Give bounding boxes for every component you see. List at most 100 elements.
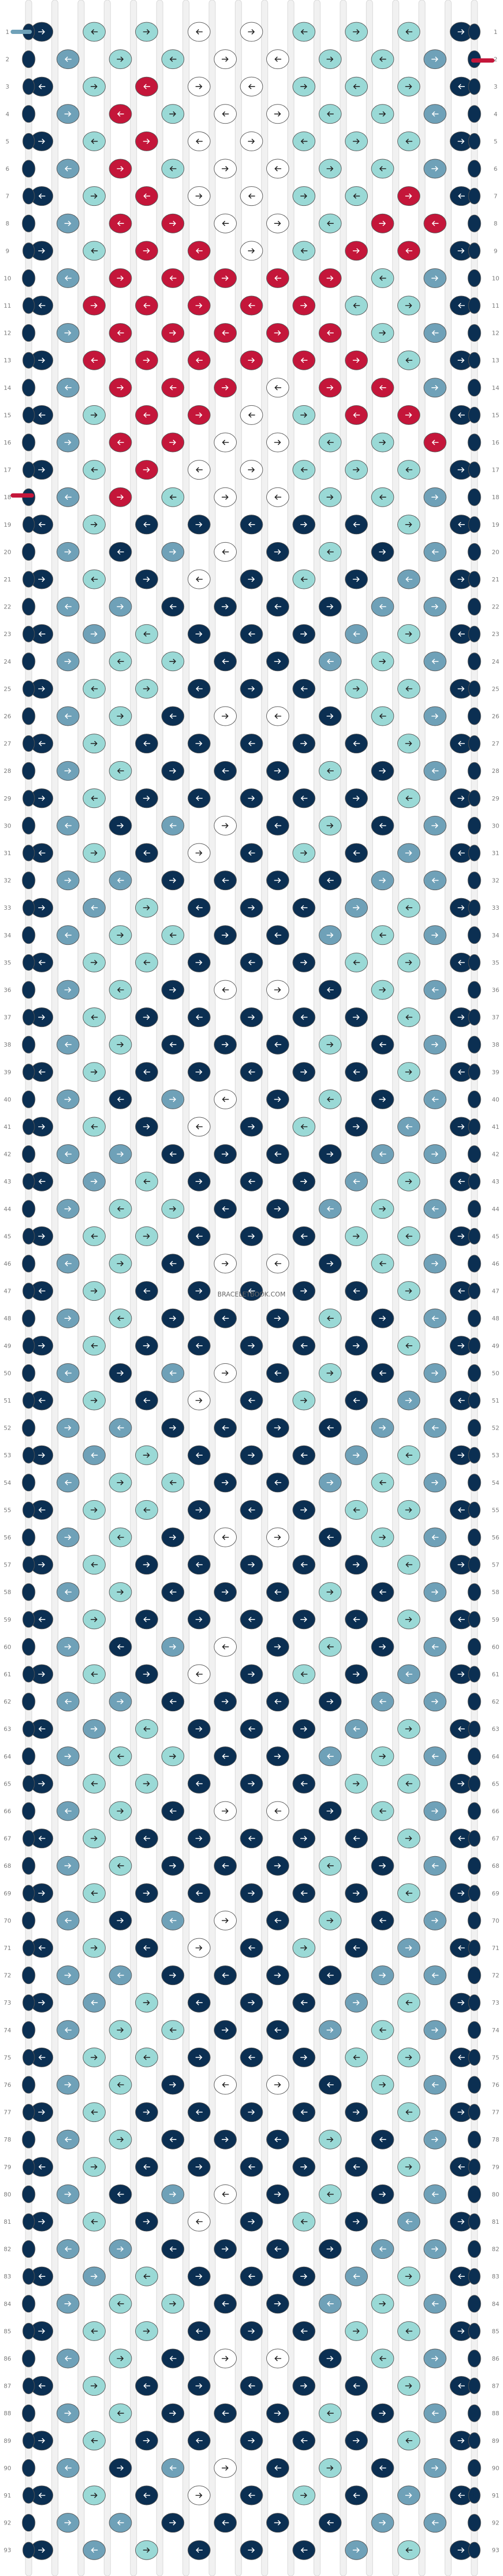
arrow-right-icon bbox=[352, 29, 360, 34]
row-number-left: 66 bbox=[4, 1808, 11, 1815]
knot bbox=[318, 2348, 342, 2369]
arrow-right-icon bbox=[379, 1644, 386, 1650]
arrow-left-icon bbox=[169, 166, 177, 171]
row-number-left: 78 bbox=[4, 2136, 11, 2143]
arrow-right-icon bbox=[64, 1425, 72, 1431]
row-number-right: 57 bbox=[492, 1562, 499, 1569]
knot bbox=[397, 1664, 420, 1684]
knot bbox=[266, 761, 289, 781]
knot bbox=[135, 295, 158, 316]
knot bbox=[109, 2129, 132, 2149]
arrow-left-icon bbox=[169, 1480, 177, 1485]
knot bbox=[83, 2376, 106, 2396]
knot bbox=[240, 2212, 263, 2232]
knot bbox=[56, 213, 80, 233]
knot bbox=[214, 1144, 237, 1164]
edge-knot bbox=[22, 2268, 35, 2285]
knot bbox=[345, 2266, 368, 2286]
row-number-left: 19 bbox=[4, 521, 11, 528]
knot bbox=[371, 1308, 394, 1328]
edge-knot bbox=[468, 23, 481, 40]
row-number-right: 62 bbox=[492, 1699, 499, 1705]
row-number-left: 53 bbox=[4, 1452, 11, 1459]
arrow-left-icon bbox=[64, 1151, 72, 1157]
edge-knot bbox=[468, 1173, 481, 1190]
arrow-left-icon bbox=[91, 1233, 98, 1239]
knot bbox=[214, 1856, 237, 1876]
edge-knot bbox=[22, 1064, 35, 1081]
arrow-left-icon bbox=[91, 2438, 98, 2443]
arrow-right-icon bbox=[221, 933, 229, 938]
knot bbox=[187, 22, 211, 42]
row-number-left: 32 bbox=[4, 877, 11, 884]
arrow-left-icon bbox=[38, 1726, 46, 1731]
arrow-left-icon bbox=[458, 2493, 465, 2498]
edge-knot bbox=[468, 2049, 481, 2066]
knot bbox=[318, 487, 342, 507]
knot bbox=[161, 213, 185, 233]
knot bbox=[109, 268, 132, 288]
row-number-left: 20 bbox=[4, 549, 11, 555]
knot bbox=[161, 815, 185, 836]
knot bbox=[240, 2266, 263, 2286]
arrow-left-icon bbox=[248, 850, 255, 856]
arrow-right-icon bbox=[90, 84, 98, 89]
knot bbox=[109, 1856, 132, 1876]
knot bbox=[109, 597, 132, 617]
arrow-right-icon bbox=[143, 1233, 150, 1239]
knot bbox=[371, 432, 394, 452]
arrow-left-icon bbox=[458, 1835, 465, 1841]
arrow-right-icon bbox=[195, 84, 203, 89]
knot bbox=[423, 597, 447, 617]
arrow-left-icon bbox=[379, 1261, 386, 1266]
arrow-right-icon bbox=[221, 1480, 229, 1485]
arrow-right-icon bbox=[117, 1699, 124, 1704]
row-number-left: 42 bbox=[4, 1151, 11, 1158]
arrow-left-icon bbox=[117, 2082, 124, 2087]
knot bbox=[318, 1199, 342, 1219]
edge-knot bbox=[468, 1064, 481, 1081]
knot bbox=[266, 815, 289, 836]
knot bbox=[345, 1281, 368, 1301]
edge-knot bbox=[22, 2104, 35, 2121]
row-number-left: 87 bbox=[4, 2383, 11, 2390]
knot bbox=[345, 2321, 368, 2341]
knot bbox=[109, 980, 132, 1000]
knot bbox=[318, 815, 342, 836]
knot bbox=[214, 1801, 237, 1821]
knot bbox=[345, 1336, 368, 1356]
knot bbox=[266, 1418, 289, 1438]
knot bbox=[240, 1390, 263, 1411]
edge-knot bbox=[22, 2322, 35, 2339]
arrow-left-icon bbox=[117, 987, 124, 993]
arrow-left-icon bbox=[91, 1124, 98, 1129]
arrow-left-icon bbox=[327, 330, 334, 336]
arrow-left-icon bbox=[327, 2082, 334, 2087]
arrow-left-icon bbox=[327, 549, 334, 555]
knot bbox=[345, 624, 368, 644]
arrow-left-icon bbox=[248, 1945, 255, 1951]
knot bbox=[109, 1965, 132, 1986]
row-number-left: 21 bbox=[4, 576, 11, 583]
knot bbox=[397, 241, 420, 261]
arrow-right-icon bbox=[300, 1398, 307, 1403]
knot bbox=[266, 432, 289, 452]
arrow-left-icon bbox=[458, 522, 465, 527]
knot bbox=[423, 1527, 447, 1547]
knot bbox=[240, 2047, 263, 2067]
row-number-right: 83 bbox=[492, 2273, 499, 2280]
arrow-right-icon bbox=[326, 713, 334, 719]
knot bbox=[397, 1883, 420, 1903]
arrow-right-icon bbox=[38, 1562, 45, 1568]
arrow-left-icon bbox=[222, 2520, 229, 2526]
knot bbox=[397, 952, 420, 972]
knot bbox=[423, 2513, 447, 2533]
arrow-left-icon bbox=[379, 1699, 386, 1704]
arrow-left-icon bbox=[222, 1754, 229, 1759]
arrow-left-icon bbox=[222, 1096, 229, 1102]
edge-knot bbox=[467, 652, 481, 671]
edge-knot bbox=[468, 1009, 481, 1026]
knot bbox=[187, 1171, 211, 1191]
row-number-left: 24 bbox=[4, 658, 11, 665]
arrow-left-icon bbox=[431, 659, 439, 664]
